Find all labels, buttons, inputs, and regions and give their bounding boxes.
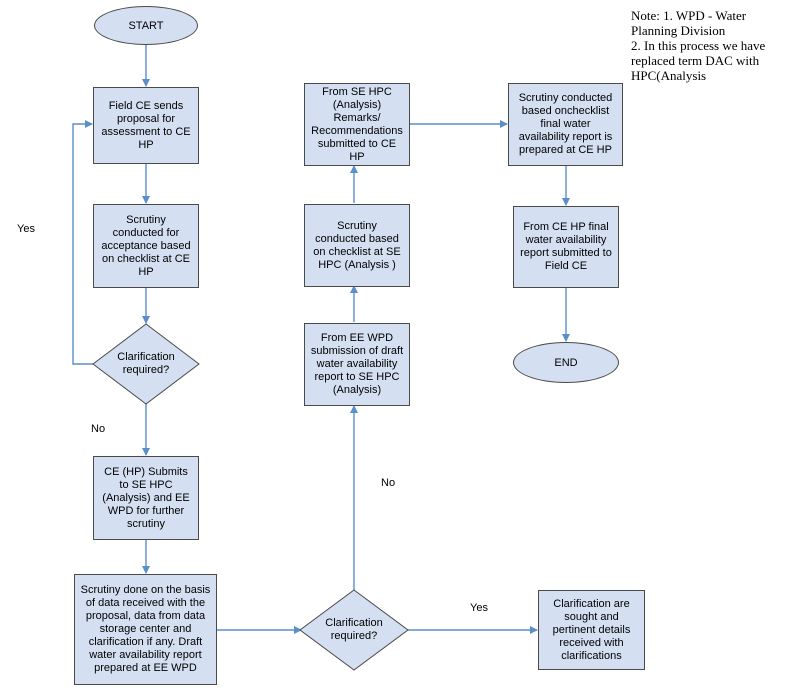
edge-label-no-2: No [381, 477, 396, 489]
ee-wpd-submission-box: From EE WPD submission of draft water av… [304, 323, 410, 406]
start-terminal: START [94, 6, 198, 45]
scrutiny-se-hpc-box: Scrutiny conducted based on checklist at… [304, 204, 410, 287]
decision-1-label: Clarification required? [117, 351, 175, 376]
decision-2-label: Clarification required? [325, 617, 383, 642]
decision-diamond-1 [92, 323, 200, 405]
note-text: Note: 1. WPD - Water Planning Division 2… [631, 8, 801, 83]
arrow-decision1-yes-loop [72, 120, 93, 365]
scrutiny-acceptance-box: Scrutiny conducted for acceptance based … [93, 204, 199, 288]
end-terminal: END [513, 342, 619, 383]
edge-label-no-1: No [91, 423, 106, 435]
scrutiny-done-box: Scrutiny done on the basis of data recei… [74, 574, 217, 685]
se-hpc-remarks-box: From SE HPC (Analysis) Remarks/ Recommen… [304, 83, 410, 166]
note-line-1: Note: 1. WPD - Water Planning Division [631, 8, 747, 38]
edge-label-yes-2: Yes [470, 602, 488, 614]
edge-label-yes-1: Yes [17, 223, 35, 235]
scrutiny-final-report-box: Scrutiny conducted based onchecklist fin… [508, 83, 623, 166]
clarification-sought-box: Clarification are sought and pertinent d… [538, 590, 645, 670]
note-line-2: 2. In this process we have replaced term… [631, 38, 766, 83]
field-ce-sends-proposal: Field CE sends proposal for assessment t… [93, 87, 199, 164]
ce-final-report-box: From CE HP final water availability repo… [513, 206, 619, 288]
decision-diamond-2 [299, 589, 409, 671]
ce-hp-submits-box: CE (HP) Submits to SE HPC (Analysis) and… [93, 456, 199, 540]
